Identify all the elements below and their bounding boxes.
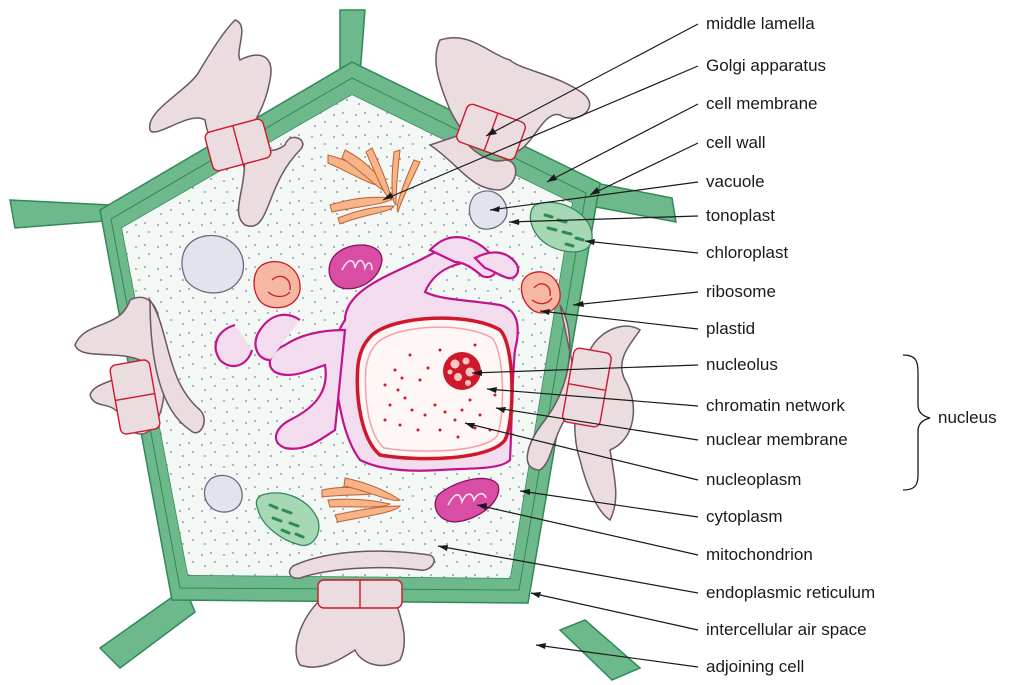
label-nucleus-group: nucleus xyxy=(938,408,997,428)
label-tonoplast: tonoplast xyxy=(706,206,775,226)
label-intercellular-air-space: intercellular air space xyxy=(706,620,867,640)
nucleus-brace xyxy=(903,355,930,490)
label-nucleolus: nucleolus xyxy=(706,355,778,375)
label-ribosome: ribosome xyxy=(706,282,776,302)
label-middle-lamella: middle lamella xyxy=(706,14,815,34)
label-endoplasmic-reticulum: endoplasmic reticulum xyxy=(706,583,875,603)
label-nucleoplasm: nucleoplasm xyxy=(706,470,801,490)
label-mitochondrion: mitochondrion xyxy=(706,545,813,565)
label-vacuole: vacuole xyxy=(706,172,765,192)
label-chromatin-network: chromatin network xyxy=(706,396,845,416)
label-plastid: plastid xyxy=(706,319,755,339)
nucleus xyxy=(357,318,512,459)
label-cytoplasm: cytoplasm xyxy=(706,507,783,527)
nucleolus xyxy=(443,352,481,390)
label-golgi-apparatus: Golgi apparatus xyxy=(706,56,826,76)
label-adjoining-cell: adjoining cell xyxy=(706,657,804,677)
label-nuclear-membrane: nuclear membrane xyxy=(706,430,848,450)
label-cell-wall: cell wall xyxy=(706,133,766,153)
nuclear-membrane xyxy=(357,318,512,459)
label-chloroplast: chloroplast xyxy=(706,243,788,263)
label-cell-membrane: cell membrane xyxy=(706,94,818,114)
